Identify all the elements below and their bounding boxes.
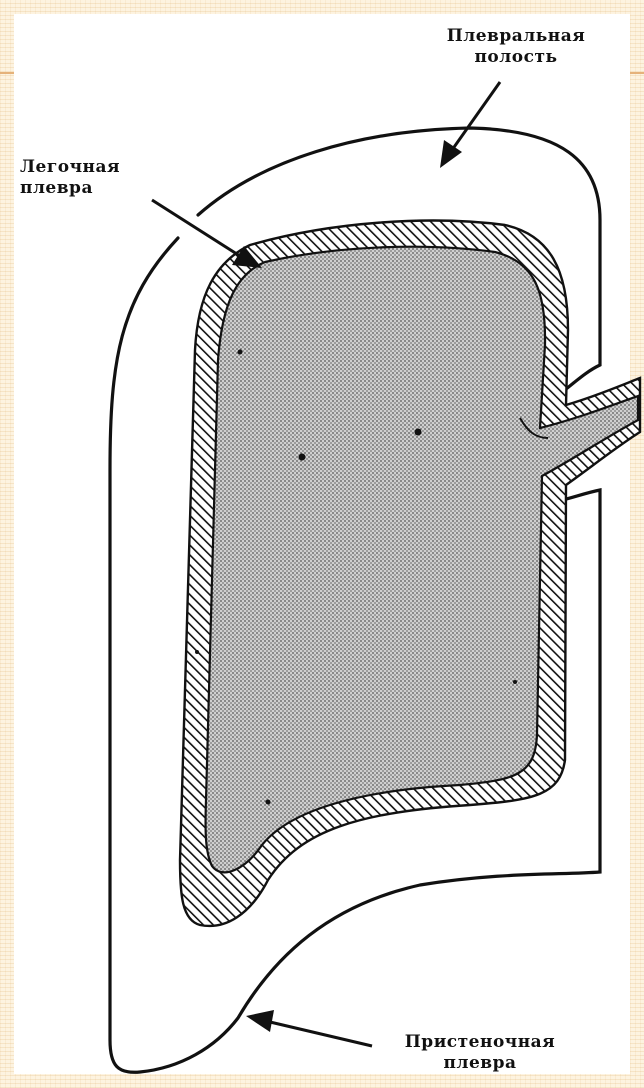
arrow-visceral-pleura: [152, 200, 262, 268]
label-pleural-cavity: Плевральная полость: [418, 26, 614, 68]
label-visceral-pleura-line2: плевра: [20, 178, 120, 199]
lung-dot: [195, 650, 199, 654]
label-parietal-pleura: Пристеночная плевра: [382, 1032, 578, 1074]
arrow-parietal-pleura: [246, 1010, 372, 1046]
lung-dot: [266, 800, 271, 805]
label-pleural-cavity-line2: полость: [418, 47, 614, 68]
label-pleural-cavity-line1: Плевральная: [418, 26, 614, 47]
lung-dot: [238, 350, 243, 355]
lung: [206, 247, 638, 873]
arrow-pleural-cavity: [440, 82, 500, 168]
label-visceral-pleura: Легочная плевра: [20, 157, 120, 199]
lung-dot: [299, 454, 306, 461]
lung-dot: [415, 429, 422, 436]
lung-dot: [513, 680, 517, 684]
label-parietal-pleura-line2: плевра: [382, 1053, 578, 1074]
label-visceral-pleura-line1: Легочная: [20, 157, 120, 178]
label-parietal-pleura-line1: Пристеночная: [382, 1032, 578, 1053]
